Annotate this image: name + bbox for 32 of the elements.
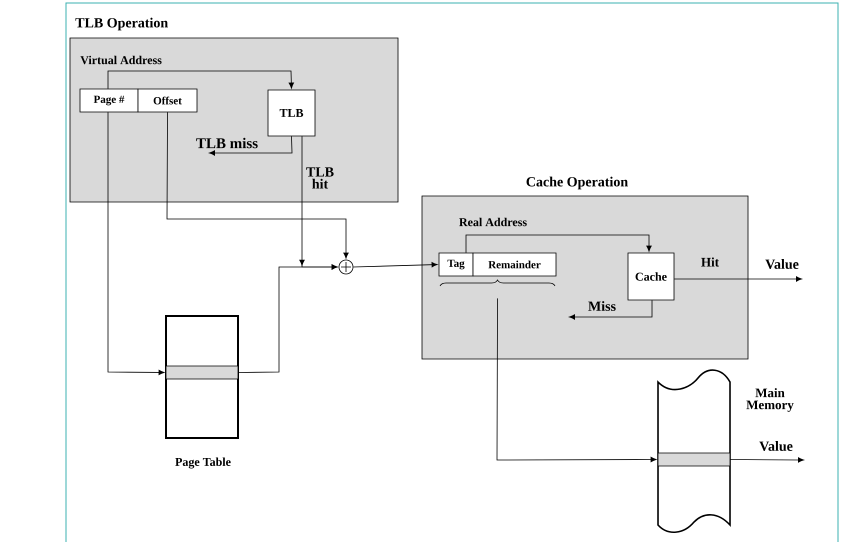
arrow (108, 112, 165, 376)
table-label: Page Table (175, 458, 231, 468)
edge-label: TLB hit (304, 166, 336, 190)
arrow (466, 234, 652, 253)
hit-label: Hit (701, 257, 719, 267)
entry-bar (658, 452, 730, 466)
panel-title: TLB Operation (75, 18, 168, 30)
field-cell: Page # (80, 88, 138, 112)
arrow (353, 262, 438, 268)
arrow (238, 264, 338, 373)
panel-title: Cache Operation (526, 176, 628, 190)
arrow (209, 136, 292, 156)
edge-label: Miss (587, 300, 617, 312)
edge-label: Value (764, 258, 800, 270)
address-label: Virtual Address (80, 56, 162, 64)
arrow (108, 70, 294, 89)
field-cell: Tag (438, 252, 474, 276)
field-cell: Offset (138, 88, 198, 112)
entry-bar (166, 366, 238, 380)
memory-label: Main Memory (746, 388, 794, 412)
arrow (166, 112, 349, 259)
address-label: Real Address (459, 218, 527, 226)
process-box: Cache (628, 252, 674, 300)
arrow (569, 300, 652, 320)
arrow (674, 276, 802, 282)
edge-label: Value (758, 440, 794, 452)
brace (440, 280, 556, 286)
process-box: TLB (268, 90, 316, 136)
edge-label: TLB miss (194, 136, 260, 150)
adder-circle (338, 260, 354, 274)
arrow (730, 457, 804, 463)
arrow (496, 298, 657, 462)
